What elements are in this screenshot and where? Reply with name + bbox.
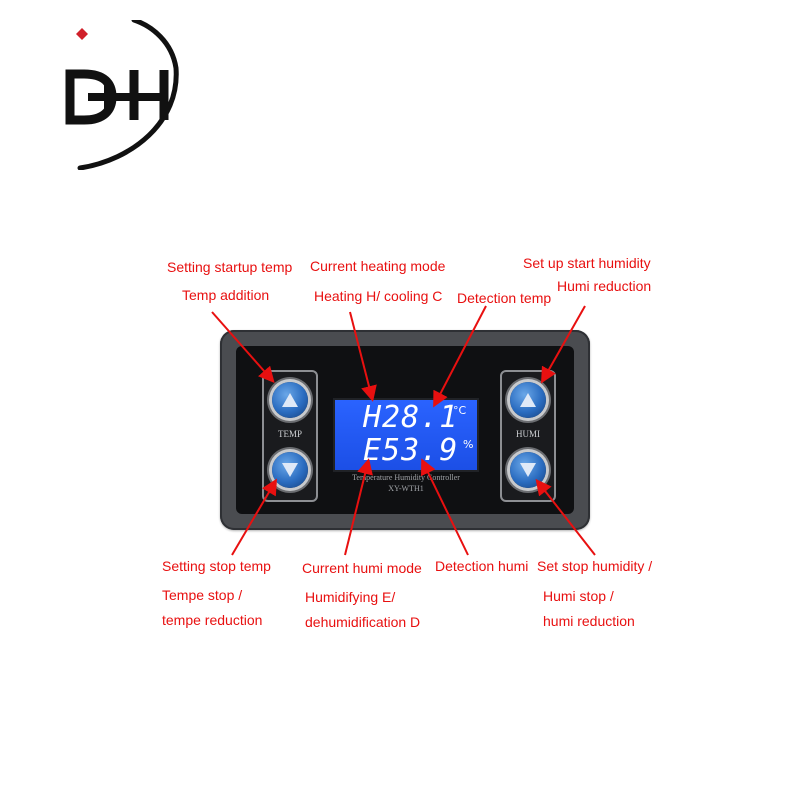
down-arrow-icon — [282, 463, 298, 477]
label-setting-startup-temp: Setting startup temp — [167, 259, 293, 275]
up-arrow-icon — [282, 393, 298, 407]
lcd-humidity-reading: E53.9 — [363, 433, 459, 468]
humi-button-group: HUMI — [500, 370, 556, 502]
label-detection-temp: Detection temp — [457, 290, 552, 306]
device-model: XY-WTH1 — [388, 484, 424, 493]
label-set-stop-humidity: Set stop humidity / — [537, 558, 653, 574]
lcd-temperature-reading: H28.1 — [363, 400, 459, 435]
lcd-temp-unit: °C — [453, 404, 467, 417]
label-humi-reduction-bottom: humi reduction — [543, 613, 635, 629]
down-arrow-icon — [520, 463, 536, 477]
lcd-humi-unit: % — [463, 438, 474, 451]
device-caption: Temperature Humidity Controller — [352, 473, 460, 482]
label-set-up-start-humidity: Set up start humidity — [523, 255, 651, 271]
label-humi-reduction-top: Humi reduction — [557, 278, 652, 294]
up-arrow-icon — [520, 393, 536, 407]
label-dehumidification: dehumidification D — [305, 614, 421, 630]
label-current-heating-mode: Current heating mode — [310, 258, 446, 274]
label-tempe-stop: Tempe stop / — [162, 587, 243, 603]
temp-down-button[interactable] — [272, 452, 308, 488]
label-humi-stop: Humi stop / — [543, 588, 614, 604]
brand-logo — [52, 17, 192, 171]
label-current-humi-mode: Current humi mode — [302, 560, 422, 576]
humi-button-label: HUMI — [516, 429, 540, 439]
temp-up-button[interactable] — [272, 382, 308, 418]
label-temp-addition: Temp addition — [182, 287, 270, 303]
temp-button-group: TEMP — [262, 370, 318, 502]
label-detection-humi: Detection humi — [435, 558, 529, 574]
humi-up-button[interactable] — [510, 382, 546, 418]
label-tempe-reduction: tempe reduction — [162, 612, 263, 628]
temp-button-label: TEMP — [277, 429, 302, 439]
lcd-display: H28.1 °C E53.9 % — [333, 398, 479, 472]
humi-down-button[interactable] — [510, 452, 546, 488]
label-heating-cooling: Heating H/ cooling C — [314, 288, 443, 304]
label-setting-stop-temp: Setting stop temp — [162, 558, 271, 574]
label-humidifying: Humidifying E/ — [305, 589, 396, 605]
dh-logo-icon — [65, 17, 179, 171]
